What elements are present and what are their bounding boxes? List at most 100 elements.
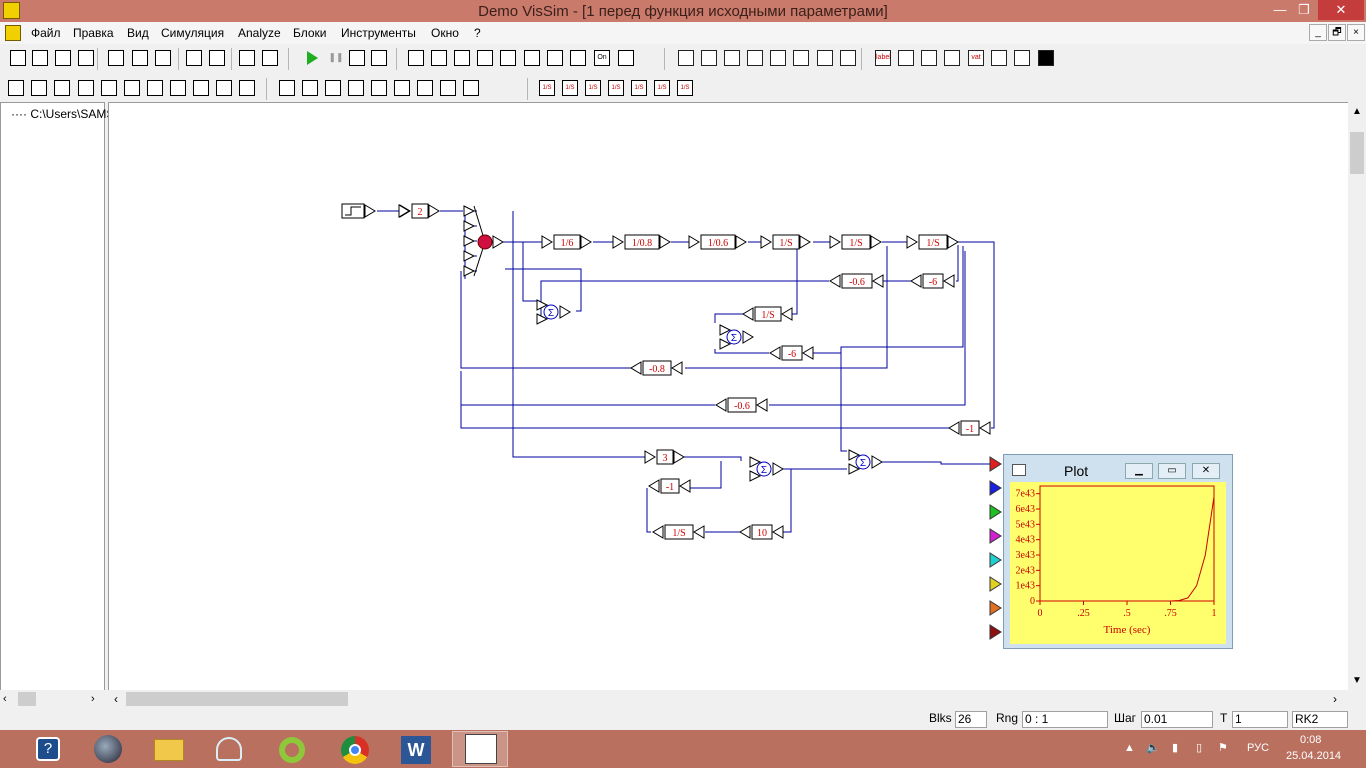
summer-block-s1[interactable]: Σ	[536, 299, 571, 325]
canvas-horizontal-scrollbar[interactable]: ‹ ›	[108, 690, 1348, 708]
toolbar-sign-button[interactable]	[392, 78, 412, 98]
toolbar-new-button[interactable]	[8, 48, 28, 68]
toolbar-histogram-button[interactable]	[768, 48, 788, 68]
plot-input-port-7[interactable]	[989, 600, 1002, 616]
plot-input-port-4[interactable]	[989, 528, 1002, 544]
toolbar-open-button[interactable]	[30, 48, 50, 68]
file-explorer-icon[interactable]	[142, 731, 198, 767]
toolbar-const0-button[interactable]	[676, 48, 696, 68]
summer-block-s3[interactable]: Σ	[749, 456, 784, 482]
close-button[interactable]: ✕	[1318, 0, 1364, 20]
mdi-close-button[interactable]: ×	[1347, 24, 1365, 41]
plot-input-port-1[interactable]	[989, 456, 1002, 472]
document-icon[interactable]	[5, 25, 21, 41]
toolbar-pause-button[interactable]: ❚❚	[326, 48, 346, 68]
toolbar-display-button[interactable]	[699, 48, 719, 68]
toolbar-label-button[interactable]: label	[873, 48, 893, 68]
toolbar-sample-hold-button[interactable]: 1/S	[583, 78, 603, 98]
vscroll-thumb[interactable]	[1350, 132, 1364, 174]
block-g2[interactable]: 1/0.8	[612, 234, 671, 250]
power-icon[interactable]: ▯	[1196, 742, 1203, 754]
toolbar-sweep-button[interactable]	[545, 48, 565, 68]
scroll-left-icon[interactable]: ‹	[3, 693, 7, 705]
clock-time[interactable]: 0:08	[1300, 734, 1322, 746]
menu-analyze[interactable]: Analyze	[238, 26, 281, 40]
toolbar-buffer-button[interactable]	[76, 78, 96, 98]
hscroll-left-icon[interactable]: ‹	[114, 692, 118, 706]
plot-minimize-button[interactable]: ▁	[1125, 463, 1153, 479]
menu-edit[interactable]: Правка	[73, 26, 114, 40]
toolbar-ramp-button[interactable]	[429, 48, 449, 68]
toolbar-wirelabel-button[interactable]	[989, 48, 1009, 68]
block-km1a[interactable]: -1	[948, 420, 991, 436]
toolbar-sine-button[interactable]	[498, 48, 518, 68]
wifi-app-icon[interactable]	[202, 731, 258, 767]
mdi-minimize-button[interactable]: _	[1309, 24, 1327, 41]
toolbar-abs-button[interactable]	[52, 78, 72, 98]
word-icon[interactable]: W	[388, 731, 444, 767]
menu-help[interactable]: ?	[474, 26, 481, 40]
block-km1b[interactable]: -1	[648, 478, 691, 494]
minimize-button[interactable]: —	[1273, 2, 1287, 17]
scroll-up-icon[interactable]: ▲	[1352, 106, 1362, 117]
toolbar-table-button[interactable]: 1/S	[629, 78, 649, 98]
flag-icon[interactable]: ⚑	[1218, 742, 1228, 754]
step-source-block[interactable]	[341, 203, 410, 219]
toolbar-limit-button[interactable]	[346, 78, 366, 98]
scroll-thumb[interactable]	[18, 692, 36, 706]
toolbar-step-button[interactable]	[347, 48, 367, 68]
summer-block-s4[interactable]: Σ	[848, 449, 883, 475]
scroll-right-icon[interactable]: ›	[91, 693, 95, 705]
toolbar-align-bottom-button[interactable]	[260, 48, 280, 68]
menu-file[interactable]: Файл	[31, 26, 61, 40]
block-int2[interactable]: 1/S	[829, 234, 882, 250]
toolbar-meter-button[interactable]	[745, 48, 765, 68]
toolbar-integrator-button[interactable]	[461, 78, 481, 98]
help-app-icon[interactable]: ?	[22, 731, 78, 767]
menu-view[interactable]: Вид	[127, 26, 149, 40]
block-k6a[interactable]: -6	[910, 273, 955, 289]
toolbar-save-button[interactable]	[53, 48, 73, 68]
toolbar-clock-button[interactable]	[616, 48, 636, 68]
hscroll-right-icon[interactable]: ›	[1333, 692, 1337, 706]
toolbar-merge-button[interactable]	[300, 78, 320, 98]
toolbar-unbus-button[interactable]	[919, 48, 939, 68]
circular-app-icon[interactable]	[264, 731, 320, 767]
chrome-icon[interactable]	[326, 731, 382, 767]
toolbar-cos-button[interactable]	[438, 78, 458, 98]
block-int1[interactable]: 1/S	[760, 234, 811, 250]
toolbar-led-button[interactable]	[722, 48, 742, 68]
toolbar-f-of-x-button[interactable]	[237, 78, 257, 98]
toolbar-insert-left-button[interactable]	[207, 48, 227, 68]
vissim-task-icon[interactable]	[452, 731, 508, 767]
toolbar-atan-button[interactable]	[214, 78, 234, 98]
tray-expand-icon[interactable]: ▲	[1124, 742, 1135, 754]
toolbar-square-button[interactable]	[568, 48, 588, 68]
plot-input-port-3[interactable]	[989, 504, 1002, 520]
volume-icon[interactable]: 🔈	[1146, 742, 1160, 754]
block-k06a[interactable]: -0.6	[829, 273, 884, 289]
toolbar-continue-button[interactable]	[369, 48, 389, 68]
toolbar-print-button[interactable]	[76, 48, 96, 68]
block-k08[interactable]: -0.8	[630, 360, 683, 376]
toolbar-state-space-button[interactable]: 1/S	[652, 78, 672, 98]
toolbar-mult-button[interactable]	[6, 78, 26, 98]
mdi-restore-button[interactable]: 🗗	[1328, 24, 1346, 41]
plot-close-button[interactable]: ✕	[1192, 463, 1220, 479]
summer-block-s2[interactable]: Σ	[719, 324, 754, 350]
block-int5[interactable]: 1/S	[652, 524, 705, 540]
app-icon[interactable]	[3, 2, 20, 19]
toolbar-delay-button[interactable]: 1/S	[606, 78, 626, 98]
toolbar-cut-button[interactable]	[106, 48, 126, 68]
toolbar-bus-button[interactable]	[896, 48, 916, 68]
canvas-vertical-scrollbar[interactable]: ▲ ▼	[1348, 102, 1366, 690]
plot-input-port-5[interactable]	[989, 552, 1002, 568]
plot-maximize-button[interactable]: ▭	[1158, 463, 1186, 479]
toolbar-const-button[interactable]	[406, 48, 426, 68]
block-k3[interactable]: 3	[644, 449, 685, 465]
toolbar-variable-button[interactable]	[942, 48, 962, 68]
block-k10[interactable]: 10	[739, 524, 784, 540]
toolbar-div-button[interactable]	[29, 78, 49, 98]
